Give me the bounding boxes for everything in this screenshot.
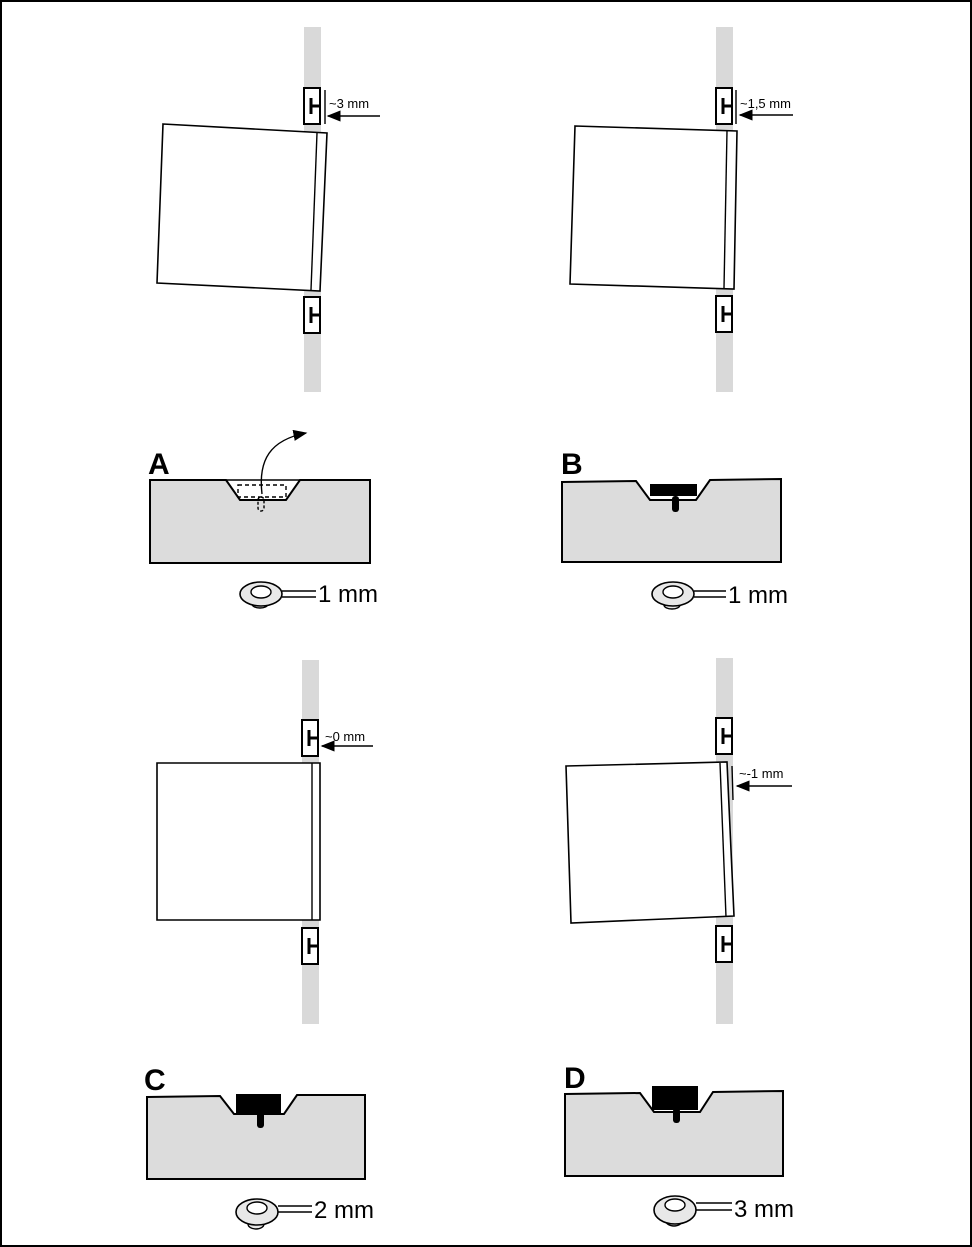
label-b: B <box>561 448 583 481</box>
shim-icon <box>235 1198 312 1230</box>
shim-block <box>650 484 697 496</box>
section-c: C 2 mm <box>144 1064 374 1230</box>
door-panel <box>565 761 735 924</box>
shim-icon <box>653 1195 732 1227</box>
section-a: A 1 mm <box>148 429 378 609</box>
door-view-b: ~1,5 mm <box>569 27 793 392</box>
gap-label-c: ~0 mm <box>325 729 365 744</box>
label-c: C <box>144 1064 166 1097</box>
cross-section-block <box>149 479 371 564</box>
shim-size-d: 3 mm <box>734 1196 794 1223</box>
label-a: A <box>148 448 170 481</box>
shim-size-c: 2 mm <box>314 1197 374 1224</box>
cross-section-block <box>561 477 782 563</box>
gap-label-b: ~1,5 mm <box>740 96 791 111</box>
shim-block <box>236 1094 281 1114</box>
door-panel <box>156 123 328 292</box>
shim-block <box>652 1086 698 1110</box>
door-panel <box>156 762 321 921</box>
shim-size-a: 1 mm <box>318 581 378 608</box>
shim-icon <box>651 581 726 610</box>
door-view-c: ~0 mm <box>156 660 373 1024</box>
cross-section-block <box>564 1089 784 1177</box>
gap-label-d: ~-1 mm <box>739 766 783 781</box>
section-b: B 1 mm <box>561 448 788 610</box>
flip-arrow <box>260 429 308 495</box>
shim-size-b: 1 mm <box>728 582 788 609</box>
cross-section-block <box>146 1094 366 1180</box>
section-d: D 3 mm <box>564 1062 794 1227</box>
gap-label-a: ~3 mm <box>329 96 369 111</box>
shim-icon <box>239 581 316 609</box>
door-view-a: ~3 mm <box>156 27 380 392</box>
label-d: D <box>564 1062 586 1095</box>
door-panel <box>569 125 738 290</box>
door-view-d: ~-1 mm <box>565 658 792 1024</box>
